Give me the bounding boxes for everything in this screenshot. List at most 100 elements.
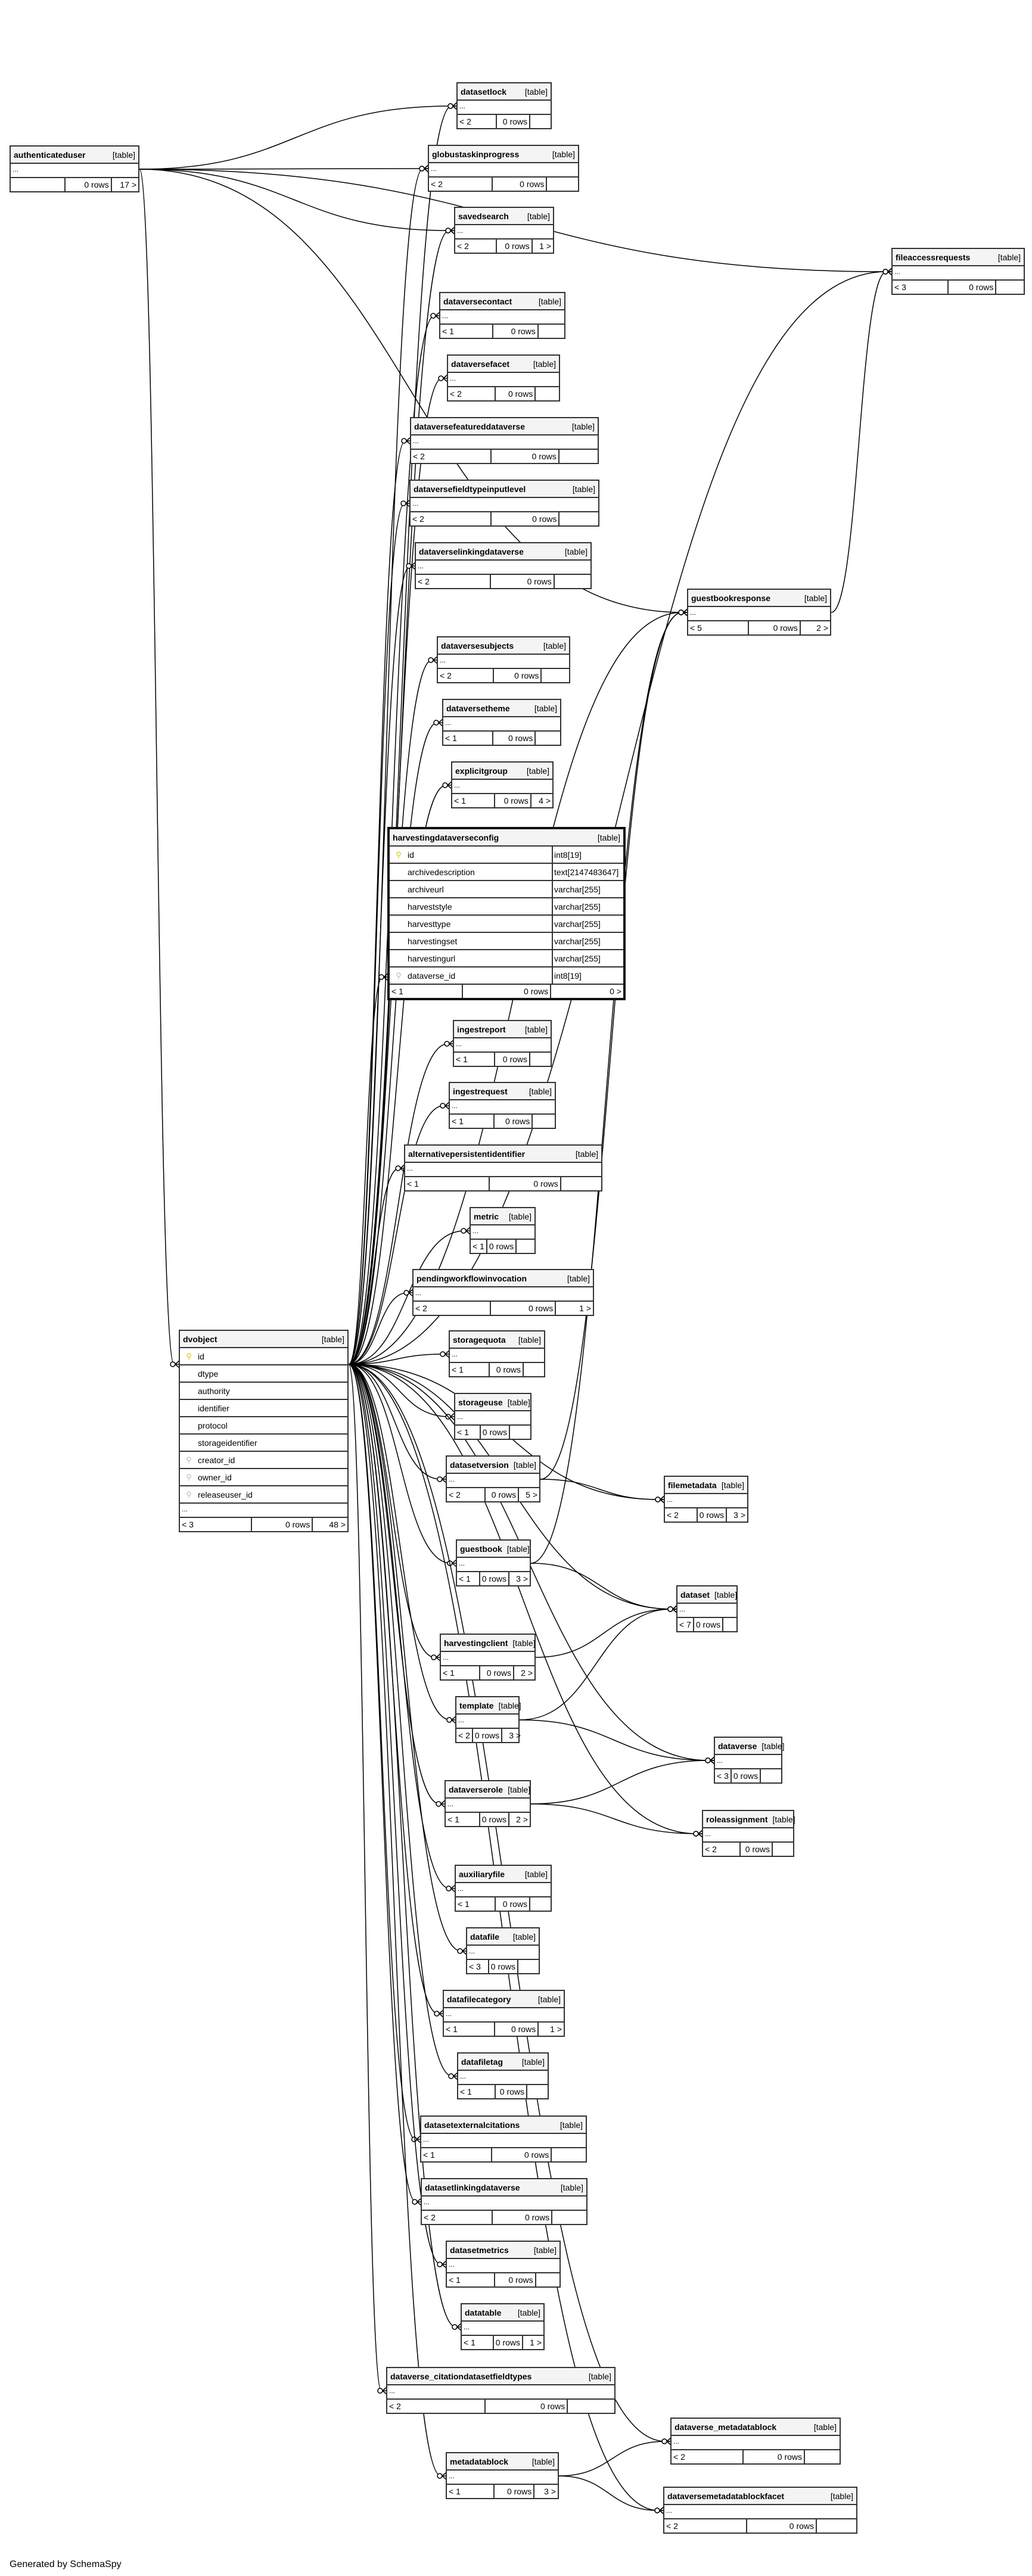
children-link[interactable] [530,1053,551,1066]
table-name[interactable]: ingestreport [457,1024,506,1034]
parents-link[interactable]: < 2 [411,450,492,463]
children-link[interactable]: 4 > [539,796,551,805]
children-link[interactable] [723,1618,744,1631]
parents-link[interactable]: < 1 [458,2085,496,2098]
children-link[interactable] [561,1177,601,1190]
parents-link[interactable]: < 2 [414,1302,491,1315]
table-name[interactable]: dataversefieldtypeinputlevel [414,484,526,494]
parents-link[interactable]: < 1 [454,1053,496,1066]
children-link[interactable]: 0 > [610,987,621,996]
table-name[interactable]: metadatablock [450,2456,509,2466]
children-link[interactable] [805,2450,840,2463]
parents-link[interactable]: < 2 [411,512,492,525]
children-link[interactable]: 3 > [509,1731,521,1740]
children-link[interactable] [539,325,564,338]
children-link[interactable]: 3 > [733,1510,745,1520]
parents-link[interactable]: < 2 [672,2450,744,2463]
table-name[interactable]: alternativepersistentidentifier [408,1149,526,1159]
table-name[interactable]: filemetadata [668,1480,717,1490]
children-link[interactable] [552,2211,586,2224]
parents-link[interactable]: < 1 [390,985,463,998]
children-link[interactable] [518,1960,539,1973]
table-name[interactable]: harvestingdataverseconfig [393,832,499,842]
children-link[interactable] [542,669,569,682]
children-link[interactable] [559,512,598,525]
parents-link[interactable]: < 1 [446,1813,480,1826]
children-link[interactable]: 2 > [521,1668,533,1678]
children-link[interactable]: 2 > [516,1815,528,1824]
children-link[interactable] [552,2148,586,2161]
children-link[interactable] [530,115,551,128]
parents-link[interactable]: < 2 [458,115,497,128]
parents-link[interactable]: < 1 [456,1897,496,1911]
children-link[interactable] [533,1115,555,1128]
table-name[interactable]: datasetlinkingdataverse [425,2182,520,2192]
table-name[interactable]: guestbookresponse [691,593,771,603]
table-dataversemetadatablockfacet[interactable]: dataversemetadatablockfacet[table]...< 2… [663,2487,857,2534]
table-name[interactable]: storageuse [458,1397,503,1407]
table-name[interactable]: dataversecontact [443,296,512,306]
parents-link[interactable]: < 2 [422,2211,493,2224]
table-name[interactable]: fileaccessrequests [896,252,971,262]
parents-link[interactable]: < 3 [893,281,949,294]
table-name[interactable]: dataset [680,1589,710,1600]
table-name[interactable]: metric [474,1211,499,1221]
children-link[interactable] [773,1843,793,1856]
table-name[interactable]: dataversefeatureddataverse [414,421,525,431]
children-link[interactable] [761,1769,781,1782]
children-link[interactable] [524,1363,544,1376]
children-link[interactable]: 3 > [544,2487,556,2496]
table-name[interactable]: roleassignment [706,1814,768,1824]
parents-link[interactable]: < 1 [447,2273,495,2286]
children-link[interactable]: 1 > [539,241,552,251]
parents-link[interactable]: < 2 [703,1843,741,1856]
parents-link[interactable]: < 1 [450,1363,490,1376]
table-name[interactable]: dataverse_metadatablock [674,2422,777,2432]
parents-link[interactable]: < 1 [457,1572,480,1585]
table-alternativepersistentidentifier[interactable]: alternativepersistentidentifier[table]..… [404,1144,602,1191]
table-name[interactable]: datafile [470,1931,500,1942]
table-name[interactable]: authenticateduser [14,150,86,160]
children-link[interactable] [536,387,559,400]
table-name[interactable]: auxiliaryfile [459,1869,505,1879]
table-name[interactable]: dataversemetadatablockfacet [667,2491,785,2501]
parents-link[interactable]: < 2 [455,239,497,253]
parents-link[interactable]: < 1 [455,1426,481,1439]
parents-link[interactable]: < 1 [443,732,493,745]
parents-link[interactable]: < 2 [387,2400,486,2413]
children-link[interactable] [555,575,590,588]
table-name[interactable]: dataversesubjects [441,640,514,651]
table-name[interactable]: globustaskinprogress [432,149,520,159]
parents-link[interactable]: < 3 [180,1518,253,1531]
parents-link[interactable]: < 2 [664,2519,747,2533]
children-link[interactable]: 2 > [816,623,828,633]
children-link[interactable] [817,2519,856,2533]
parents-link[interactable]: < 1 [421,2148,492,2161]
table-name[interactable]: ingestrequest [453,1086,508,1096]
parents-link[interactable]: < 1 [450,1115,495,1128]
parents-link[interactable]: < 1 [447,2485,495,2498]
